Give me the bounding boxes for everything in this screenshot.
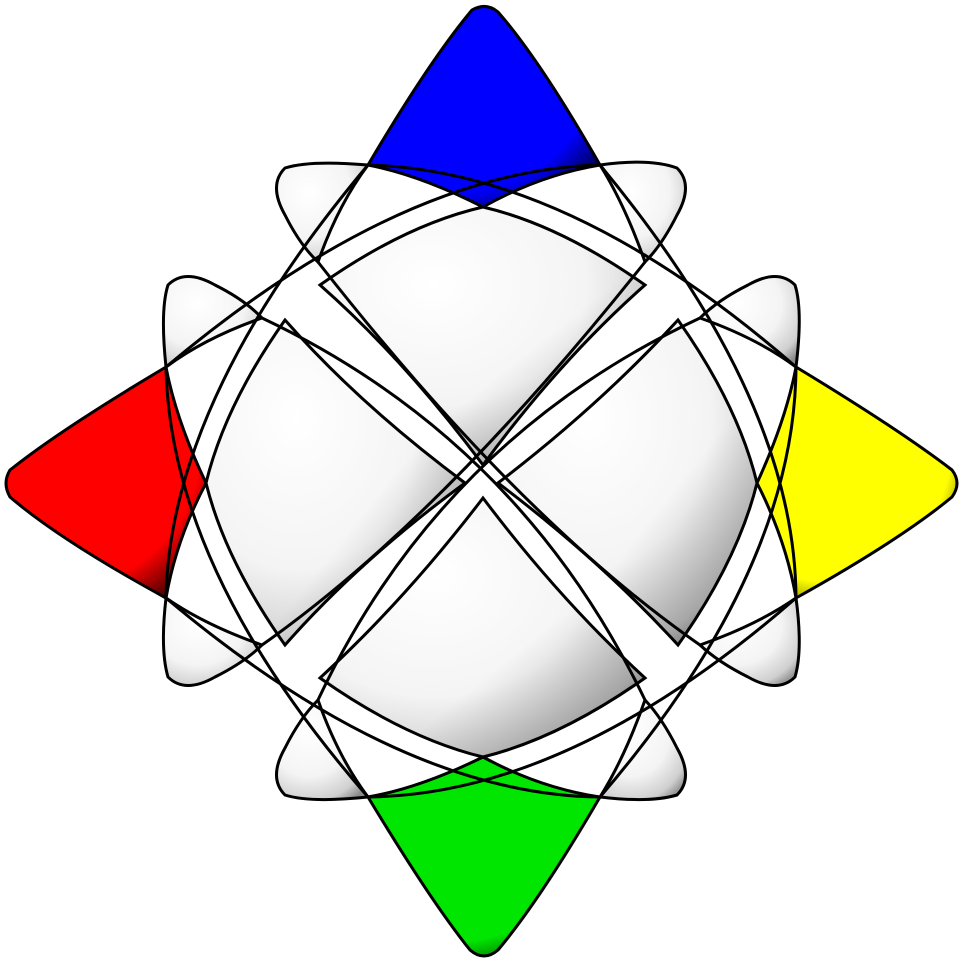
petal-right-top[interactable] [697,275,801,370]
petal-right-bottom[interactable] [697,595,801,687]
petal-left-bottom[interactable] [161,595,265,687]
face-right-shade [498,320,757,645]
arc-right-top-to-left-bottom [316,316,701,701]
petal-lobes [161,160,801,802]
arc-bottom-outer [165,596,601,799]
arc-top-right-to-bottom-left [261,261,647,647]
corner-tip-left-red[interactable] [4,365,208,600]
face-left-shade [206,320,465,645]
petal-bottom-left[interactable] [275,697,371,802]
petal-top-left[interactable] [275,161,371,265]
corner-tip-bottom-green[interactable] [366,755,602,958]
arc-right-outer [598,164,798,599]
arc-top-outer [165,163,601,369]
petal-bottom-right[interactable] [597,697,687,802]
arc-left-outer-2 [164,366,370,798]
arc-top-left-to-bottom-right [316,261,701,647]
arc-left-top-to-right-bottom [261,316,647,701]
face-top-shade [320,207,645,465]
petal-top-right[interactable] [597,160,687,265]
central-faces [204,205,759,759]
arc-bottom-outer-2 [367,596,797,799]
arc-top-outer-2 [367,163,797,369]
cut-lines [164,163,798,799]
corner-tip-top-blue[interactable] [366,5,602,209]
petal-left-top[interactable] [161,275,265,370]
corner-tip-right-yellow[interactable] [755,365,959,600]
face-bottom-shade [320,498,645,757]
arc-right-outer-2 [598,366,798,798]
arc-left-outer [164,164,370,599]
